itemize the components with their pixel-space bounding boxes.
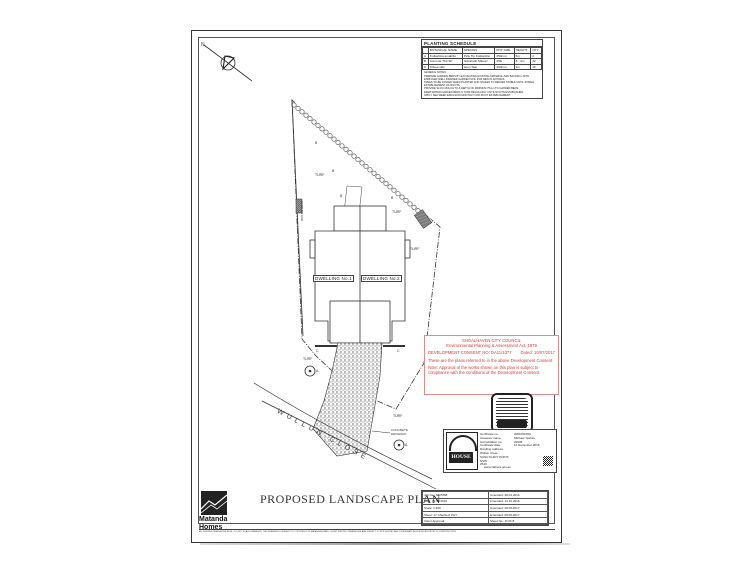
stamp-act: Environmental Planning & Assessment Act,… [446,343,537,349]
note-item: APPLY SEA WEED EMULSION MONTHLY FOR ROOT… [424,93,511,97]
energy-rating-badge-icon [491,393,533,433]
stamp-line-2: Note: Approval of the works shown on thi… [428,364,541,376]
consent-number: DA11/1077 [490,350,512,356]
site-plan: N [201,42,441,490]
label-driveway: DRIVEWAY [391,432,407,436]
concrete-driveway [312,342,383,457]
note-item: PROVIDE SLICK MULCH TO A DEPTH OF MINIMU… [424,87,519,91]
label-c-2: C [397,349,400,353]
qr-code-icon [543,456,553,466]
stamp-line-1: These are the plans referred to in the a… [428,357,554,363]
clothes-line [295,198,303,214]
planting-schedule: PLANTING SCHEDULE BOTANICAL NAME SPECIES… [421,39,543,99]
north-arrow-icon: N [201,42,253,82]
label-turf-5: TURF [393,414,403,418]
label-b-3: B [340,194,343,198]
svg-text:N: N [201,42,205,48]
row-species: Grey Star [461,63,496,71]
stamp-council: SHOALHAVEN CITY COUNCIL [462,338,521,343]
row-qty: 40 [530,63,542,71]
label-turf-3: TURF [410,247,420,251]
stamp-consent-row: DEVELOPMENT CONSENT NO: DA11/1077 Dated:… [428,350,555,355]
note-item: DEEP WATER GARDEN BEDS & TURF REGULARLY … [424,90,524,94]
row-pot: 200mm [494,63,515,71]
dwelling-footprint [309,205,411,363]
garden-bed-c [315,345,405,347]
label-clothes-line: CLOTHES LINE [300,201,304,222]
matanda-homes-logo: Matanda Homes [199,491,229,535]
tree-a-icon [304,365,405,451]
cert-values: 2001051069 Michael Yashiro 20036 10 Dece… [514,432,540,448]
notes-title: GENERAL NOTES [424,71,446,75]
row-height: 1m [513,63,532,71]
label-turf-4: TURF [303,357,313,361]
cert-labels: Certificate no. Assessor name Accreditat… [480,432,509,467]
dated-value: 10/07/2017 [534,350,555,356]
table-row: A Kolkwitzia amabilis Pink Tip Kolkwitzi… [422,52,542,60]
schedule-table: BOTANICAL NAME SPECIES POT SIZE HEIGHT Q… [422,47,542,71]
cert-url: www.nathers.gov.au [484,465,511,470]
label-dwelling-2: DWELLING No.2 [361,275,402,282]
note-item: TREES TO BE STAKED WHEN PLANTED AND STAK… [424,80,535,88]
label-turf-2: TURF [392,210,402,214]
table-row: C Clivea villo Grey Star 200mm 1m 40 [422,63,542,71]
council-approval-stamp: SHOALHAVEN CITY COUNCIL Environmental Pl… [424,335,559,395]
table-row: B Acmena 'Hot Sh' 'Elizabeth Mason' 25lt… [422,58,542,65]
storage-area [413,209,433,229]
label-b-1: B [315,141,318,145]
label-a-1: A [316,369,319,373]
table-row: Client Approval:Sheet No.: 8 OF 8 [422,517,549,525]
house-energy-certificate: HOUSE Certificate no. Assessor name Accr… [443,429,557,473]
label-concrete: CONCRETE [391,428,408,432]
dated-label: Dated: [520,350,533,356]
row-botanical: Clivea villo [427,63,463,71]
note-item: PREPARE GARDEN BEDS BY EXCAVATING EXISTI… [424,74,530,81]
disclaimer-text: ALL FIGURED DIMENSIONS RULE - DO NOT SCA… [199,529,555,533]
label-turf-1: TURF [315,173,325,177]
site-boundary [291,99,441,410]
page-edge-shadow [200,543,570,545]
label-a-2: A [405,443,408,447]
label-dwelling-1: DWELLING No.1 [313,275,354,282]
drawing-border [198,37,555,524]
drawing-sheet: N [191,30,562,543]
drawing-title: PROPOSED LANDSCAPE PLAN [260,492,441,506]
logo-mark-icon [201,491,227,515]
brand-line-2: Homes [199,524,223,531]
label-c-1: C [316,349,319,353]
general-notes: GENERAL NOTES PREPARE GARDEN BEDS BY EXC… [422,70,542,98]
brand-line-1: Matanda [199,516,228,523]
house-logo-icon: HOUSE [446,432,478,470]
label-b-4: B [391,196,394,200]
consent-label: DEVELOPMENT CONSENT NO: [428,350,490,356]
schedule-title: PLANTING SCHEDULE [422,40,542,47]
label-b-2: B [332,169,335,173]
